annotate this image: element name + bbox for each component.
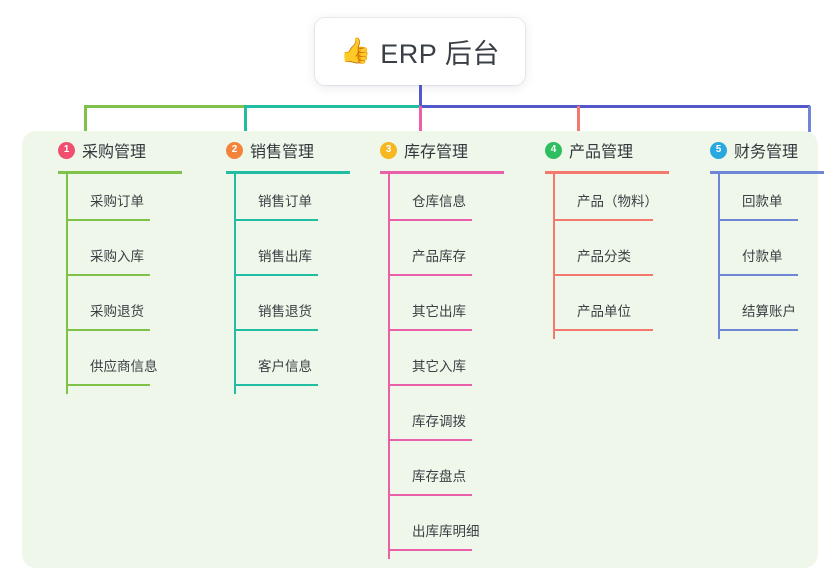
column-header-2[interactable]: 2 销售管理 xyxy=(208,131,314,169)
column-spine xyxy=(553,174,555,339)
column-1: 1 采购管理采购订单采购入库采购退货供应商信息 xyxy=(40,131,182,394)
menu-item-underline xyxy=(388,494,472,496)
column-underline xyxy=(226,171,350,174)
bus-segment-3 xyxy=(420,105,810,108)
column-2: 2 销售管理销售订单销售出库销售退货客户信息 xyxy=(208,131,350,394)
sitemap-panel: 1 采购管理采购订单采购入库采购退货供应商信息 2 销售管理销售订单销售出库销售退货客… xyxy=(22,131,824,568)
column-underline xyxy=(710,171,824,174)
menu-item-underline xyxy=(234,274,318,276)
menu-item-label: 销售退货 xyxy=(258,304,312,319)
menu-item-label: 结算账户 xyxy=(742,304,796,319)
column-underline xyxy=(545,171,669,174)
menu-item-underline xyxy=(66,384,150,386)
menu-item-underline xyxy=(234,384,318,386)
column-header-1[interactable]: 1 采购管理 xyxy=(40,131,146,169)
column-number-badge: 3 xyxy=(380,141,397,159)
column-title: 库存管理 xyxy=(404,144,469,161)
column-underline xyxy=(380,171,504,174)
bus-segment-1 xyxy=(84,105,244,108)
thumbs-up-icon: 👍 xyxy=(340,37,372,65)
menu-item-label: 采购入库 xyxy=(90,249,144,264)
menu-item-label: 出库库明细 xyxy=(412,524,480,539)
menu-item-underline xyxy=(388,219,472,221)
menu-item-underline xyxy=(66,274,150,276)
menu-item-underline xyxy=(553,219,653,221)
menu-item-underline xyxy=(234,329,318,331)
menu-item-label: 销售订单 xyxy=(258,194,312,209)
column-spine xyxy=(66,174,68,394)
column-4: 4 产品管理产品（物料） 产品分类产品单位 xyxy=(527,131,669,339)
column-number-badge: 4 xyxy=(545,141,562,159)
menu-item-underline xyxy=(718,219,798,221)
page-title: ERP 后台 xyxy=(380,39,500,69)
drop-connector-2 xyxy=(244,106,247,132)
drop-connector-4 xyxy=(577,106,580,132)
column-spine xyxy=(234,174,236,394)
column-number-badge: 1 xyxy=(58,141,75,159)
column-underline xyxy=(58,171,182,174)
column-5: 5 财务管理回款单付款单结算账户 xyxy=(692,131,824,339)
column-header-5[interactable]: 5 财务管理 xyxy=(692,131,798,169)
menu-item-label: 库存调拨 xyxy=(412,414,466,429)
menu-item-label: 产品库存 xyxy=(412,249,466,264)
menu-item-label: 回款单 xyxy=(742,194,783,209)
menu-item-underline xyxy=(388,329,472,331)
menu-item-label: 其它入库 xyxy=(412,359,466,374)
column-spine xyxy=(388,174,390,559)
menu-item-label: 供应商信息 xyxy=(90,359,158,374)
menu-item-label: 客户信息 xyxy=(258,359,312,374)
drop-connector-5 xyxy=(808,106,811,132)
menu-item-label: 销售出库 xyxy=(258,249,312,264)
column-header-4[interactable]: 4 产品管理 xyxy=(527,131,633,169)
column-number-badge: 5 xyxy=(710,141,727,159)
menu-item-label: 付款单 xyxy=(742,249,783,264)
drop-connector-3 xyxy=(419,106,422,132)
column-title: 销售管理 xyxy=(250,144,315,161)
menu-item-label: 采购订单 xyxy=(90,194,144,209)
menu-item-label: 其它出库 xyxy=(412,304,466,319)
menu-item-underline xyxy=(388,384,472,386)
column-title: 采购管理 xyxy=(82,144,147,161)
column-title: 产品管理 xyxy=(569,144,634,161)
menu-item-underline xyxy=(553,329,653,331)
menu-item-label: 产品（物料） xyxy=(577,194,658,209)
menu-item-label: 库存盘点 xyxy=(412,469,466,484)
menu-item-label: 采购退货 xyxy=(90,304,144,319)
menu-item-underline xyxy=(234,219,318,221)
menu-item-underline xyxy=(66,329,150,331)
menu-item-underline xyxy=(553,274,653,276)
menu-item-underline xyxy=(388,274,472,276)
drop-connector-1 xyxy=(84,106,87,132)
menu-item-underline xyxy=(388,549,472,551)
column-number-badge: 2 xyxy=(226,141,243,159)
menu-item-underline xyxy=(718,329,798,331)
menu-item-underline xyxy=(66,219,150,221)
column-spine xyxy=(718,174,720,339)
column-title: 财务管理 xyxy=(734,144,799,161)
menu-item-label: 仓库信息 xyxy=(412,194,466,209)
menu-item-underline xyxy=(388,439,472,441)
diagram-title-card: 👍 ERP 后台 xyxy=(315,18,525,85)
menu-item-label: 产品单位 xyxy=(577,304,631,319)
menu-item-underline xyxy=(718,274,798,276)
column-header-3[interactable]: 3 库存管理 xyxy=(362,131,468,169)
menu-item-label: 产品分类 xyxy=(577,249,631,264)
bus-segment-2 xyxy=(244,105,420,108)
root-stem-connector xyxy=(419,85,422,107)
column-3: 3 库存管理仓库信息产品库存其它出库其它入库库存调拨库存盘点出库库明细 xyxy=(362,131,504,559)
